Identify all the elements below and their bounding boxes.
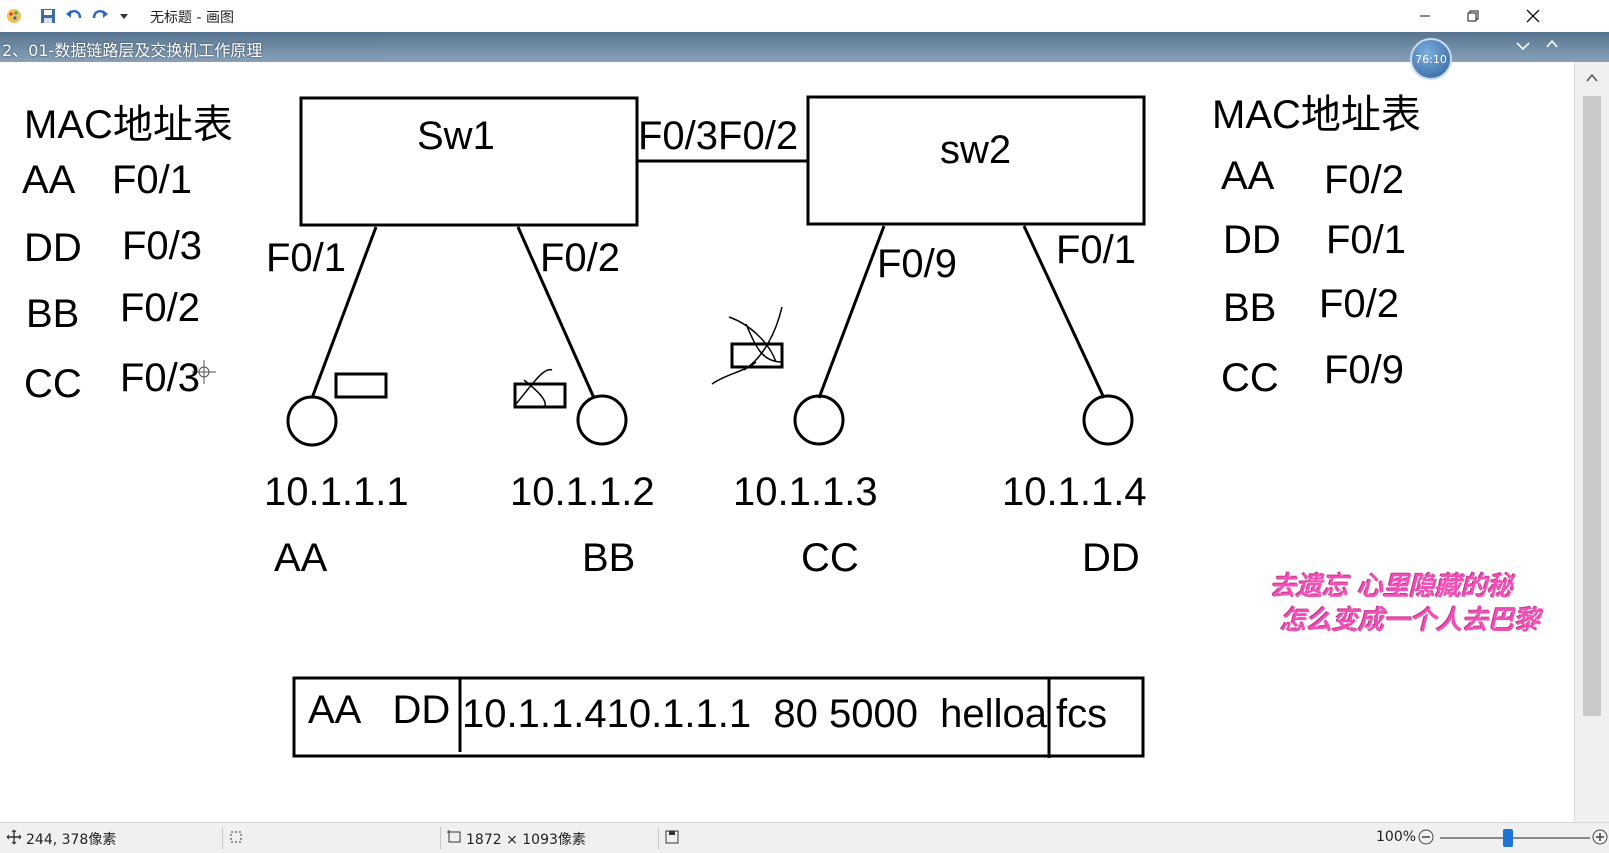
left-mac-table-title: MAC地址表 xyxy=(24,103,233,147)
host-ip-label: 10.1.1.2 xyxy=(510,470,655,514)
minimize-button[interactable] xyxy=(1402,0,1448,32)
scroll-up-arrow-icon[interactable] xyxy=(1586,68,1598,87)
right-table-port: F0/9 xyxy=(1324,348,1405,392)
move-cursor-icon xyxy=(6,829,22,849)
packet-cc-scribble xyxy=(711,306,783,385)
paint-canvas[interactable]: MAC地址表 AA F0/1 DD F0/3 BB F0/2 CC F0/3 S… xyxy=(4,62,1574,822)
vertical-scrollbar[interactable] xyxy=(1574,62,1609,822)
host-mac-label: BB xyxy=(582,536,636,580)
maximize-button[interactable] xyxy=(1450,0,1496,32)
sw1-port-label: F0/2 xyxy=(540,236,621,280)
cursor-position: 244, 378像素 xyxy=(26,832,117,848)
packet-near-bb xyxy=(513,382,567,409)
host-ip-label: 10.1.1.3 xyxy=(733,470,878,514)
left-table-mac: CC xyxy=(24,362,82,406)
lyric-line: 怎么变成一个人去巴黎 xyxy=(1280,606,1541,636)
image-size-icon xyxy=(446,829,462,849)
title-bar: 无标题 - 画图 xyxy=(0,0,1609,33)
host-mac-label: DD xyxy=(1082,536,1140,580)
crosshair-cursor-icon xyxy=(192,360,216,384)
left-table-mac: BB xyxy=(26,292,80,336)
left-table-port: F0/3 xyxy=(120,356,201,400)
host-ip-label: 10.1.1.4 xyxy=(1002,470,1147,514)
right-table-mac: AA xyxy=(1221,154,1275,198)
host-dd-node xyxy=(1082,394,1134,446)
video-title: 2、01-数据链路层及交换机工作原理 xyxy=(2,41,263,60)
zoom-slider-track[interactable] xyxy=(1440,837,1590,839)
right-table-mac: BB xyxy=(1223,286,1277,330)
status-bar: 244, 378像素 1872 × 1093像素 100% xyxy=(0,822,1609,853)
zoom-in-button[interactable] xyxy=(1592,829,1608,849)
trunk-ports-label: F0/3F0/2 xyxy=(638,114,799,158)
file-size-icon xyxy=(664,829,680,849)
sw1-port-label: F0/1 xyxy=(266,236,347,280)
switch-sw2-label: sw2 xyxy=(940,128,1012,172)
customize-qat-chevron-icon[interactable] xyxy=(114,6,134,26)
right-table-mac: CC xyxy=(1221,356,1279,400)
network-diagram-drawing xyxy=(192,95,1146,758)
packet-bb-scribble xyxy=(515,368,553,409)
video-timer-badge: 76:10 xyxy=(1410,38,1452,80)
host-aa-node xyxy=(286,395,338,447)
paint-app-icon xyxy=(4,6,24,26)
frame-payload-text: 10.1.1.410.1.1.1 80 5000 helloa xyxy=(462,692,1047,736)
link-sw1-host-bb xyxy=(516,226,596,399)
link-sw2-host-dd xyxy=(1022,225,1106,399)
redo-icon[interactable] xyxy=(90,6,110,26)
close-button[interactable] xyxy=(1510,0,1556,32)
host-ip-label: 10.1.1.1 xyxy=(264,470,409,514)
frame-header-text: AA DD xyxy=(308,688,451,732)
frame-box xyxy=(292,676,1145,758)
window-title: 无标题 - 画图 xyxy=(150,10,234,26)
zoom-out-button[interactable] xyxy=(1418,829,1434,849)
sw2-port-label: F0/9 xyxy=(877,242,958,286)
link-sw1-host-aa xyxy=(310,226,378,399)
video-title-strip: 2、01-数据链路层及交换机工作原理 xyxy=(0,32,1609,62)
host-bb-node xyxy=(576,394,628,446)
sw2-port-label: F0/1 xyxy=(1056,228,1137,272)
left-table-port: F0/2 xyxy=(120,286,201,330)
chevron-down-icon[interactable] xyxy=(1515,38,1531,58)
frame-trailer-text: fcs xyxy=(1056,692,1108,736)
undo-icon[interactable] xyxy=(64,6,84,26)
save-icon[interactable] xyxy=(38,6,58,26)
packet-near-aa xyxy=(334,372,388,399)
zoom-slider-thumb[interactable] xyxy=(1502,829,1513,847)
right-table-port: F0/2 xyxy=(1319,282,1400,326)
packet-near-cc xyxy=(730,342,784,369)
left-table-mac: DD xyxy=(24,226,82,270)
right-table-mac: DD xyxy=(1223,218,1281,262)
scrollbar-thumb[interactable] xyxy=(1583,96,1601,716)
left-table-port: F0/3 xyxy=(122,224,203,268)
left-table-mac: AA xyxy=(22,158,76,202)
left-table-port: F0/1 xyxy=(112,158,193,202)
host-mac-label: CC xyxy=(801,536,859,580)
right-table-port: F0/1 xyxy=(1326,218,1407,262)
host-mac-label: AA xyxy=(274,536,328,580)
image-size: 1872 × 1093像素 xyxy=(466,832,586,848)
selection-size-icon xyxy=(228,829,244,849)
right-table-port: F0/2 xyxy=(1324,158,1405,202)
zoom-level: 100% xyxy=(1376,829,1417,845)
link-sw2-host-cc xyxy=(817,225,886,399)
lyric-line: 去遗忘 心里隐藏的秘 xyxy=(1270,572,1514,602)
switch-sw1-label: Sw1 xyxy=(417,114,495,158)
right-mac-table-title: MAC地址表 xyxy=(1212,93,1421,137)
scroll-up-arrow-icon[interactable] xyxy=(1545,36,1559,55)
host-cc-node xyxy=(793,394,845,446)
